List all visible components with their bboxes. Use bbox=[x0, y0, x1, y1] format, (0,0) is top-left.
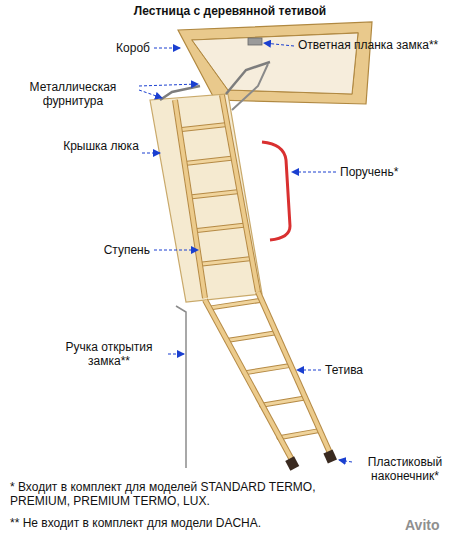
part-label: Пластиковый наконечник* bbox=[355, 455, 455, 483]
part-label: Ручка открытия замка** bbox=[52, 340, 166, 368]
watermark: Avito bbox=[405, 518, 439, 532]
part-label: Металлическая фурнитура bbox=[10, 80, 136, 108]
diagram-title: Лестница с деревянной тетивой bbox=[0, 4, 460, 18]
part-label: Крышка люка bbox=[62, 139, 140, 153]
footnote: * Входит в комплект для моделей STANDARD… bbox=[10, 480, 320, 508]
part-label: Тетива bbox=[325, 363, 363, 377]
part-label: Ответная планка замка** bbox=[298, 38, 438, 52]
footnote: ** Не входит в комплект для модели DACHA… bbox=[10, 516, 340, 530]
part-label: Ступень bbox=[104, 243, 150, 257]
part-label: Поручень* bbox=[340, 165, 398, 179]
part-label: Короб bbox=[116, 41, 150, 55]
